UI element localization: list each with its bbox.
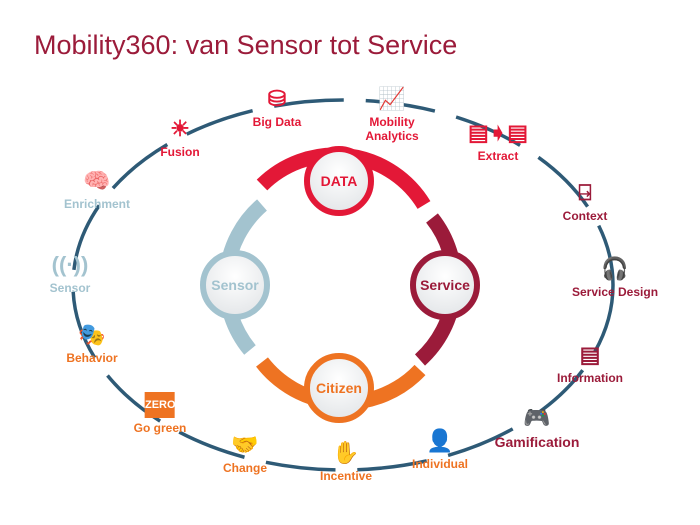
item-label: Big Data: [252, 115, 302, 129]
gamepad-icon: 🎮: [523, 405, 551, 430]
item-go-green: ZERO Go green: [133, 392, 187, 435]
node-citizen: Citizen: [304, 353, 374, 423]
item-individual: 👤 Individual: [412, 428, 468, 471]
exit-door-icon: ⍈: [578, 180, 592, 205]
item-label: Gamification: [494, 434, 580, 450]
item-label: Go green: [133, 421, 187, 435]
item-extract: ▤➧▤ Extract: [468, 120, 528, 163]
item-label: Sensor: [49, 281, 91, 295]
item-service-design: 🎧 Service Design: [572, 256, 658, 299]
node-label: Citizen: [316, 380, 362, 396]
brain-icon: 🧠: [83, 168, 111, 193]
theatre-masks-icon: 🎭: [78, 322, 106, 347]
node-label: Service: [420, 277, 470, 293]
item-label: Extract: [477, 149, 519, 163]
wireless-sensor-icon: ((·)): [51, 252, 89, 277]
item-big-data: ⛁ Big Data: [253, 86, 302, 129]
item-label: Enrichment: [63, 197, 131, 211]
item-label: Information: [557, 371, 623, 385]
item-label: Context: [562, 209, 608, 223]
weather-fusion-icon: ☀: [170, 116, 190, 141]
item-label: Fusion: [160, 145, 200, 159]
page-title: Mobility360: van Sensor tot Service: [34, 30, 458, 60]
item-enrichment: 🧠 Enrichment: [64, 168, 130, 211]
node-data: DATA: [304, 146, 374, 216]
item-label: Mobility Analytics: [365, 115, 419, 143]
zero-emission-icon: ZERO: [145, 392, 176, 418]
item-sensor: ((·)) Sensor: [50, 252, 91, 295]
chart-icon: 📈: [378, 86, 406, 111]
node-label: Sensor: [211, 277, 259, 293]
item-gamification: 🎮 Gamification: [495, 405, 580, 450]
item-label: Behavior: [66, 351, 118, 365]
handshake-icon: 🤝: [231, 432, 259, 457]
item-label: Service Design: [571, 285, 659, 299]
item-fusion: ☀ Fusion: [160, 116, 199, 159]
documents-icon: ▤: [579, 342, 601, 367]
item-context: ⍈ Context: [563, 180, 608, 223]
item-label: Incentive: [319, 469, 373, 483]
extract-icon: ▤➧▤: [467, 120, 529, 145]
item-incentive: ✋ Incentive: [320, 440, 372, 483]
item-mobility-analytics: 📈 Mobility Analytics: [357, 86, 427, 143]
item-label: Change: [222, 461, 268, 475]
hand-money-icon: ✋: [332, 440, 360, 465]
item-behavior: 🎭 Behavior: [66, 322, 117, 365]
headset-icon: 🎧: [601, 256, 629, 281]
person-icon: 👤: [426, 428, 454, 453]
item-information: ▤ Information: [557, 342, 623, 385]
outer-ring: [71, 98, 615, 472]
database-icon: ⛁: [267, 86, 287, 111]
node-sensor: Sensor: [200, 250, 270, 320]
item-change: 🤝 Change: [223, 432, 267, 475]
node-label: DATA: [320, 173, 358, 189]
item-label: Individual: [411, 457, 469, 471]
node-service: Service: [410, 250, 480, 320]
